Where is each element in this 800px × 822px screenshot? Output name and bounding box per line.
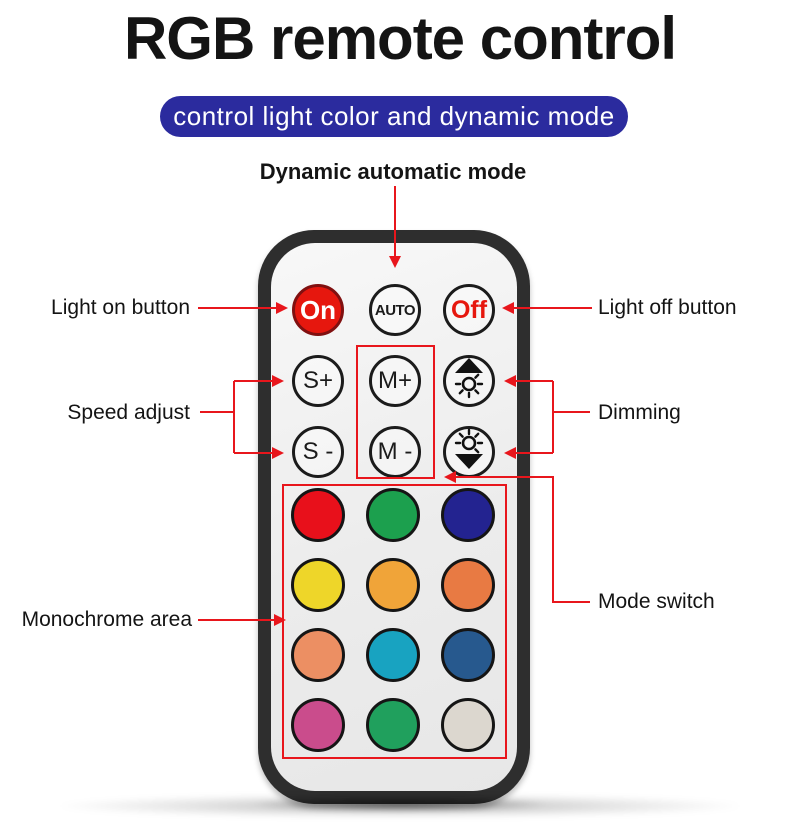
monochrome-area-label: Monochrome area — [21, 608, 192, 631]
remote-control: On AUTO Off S+ M+ S - M - — [258, 230, 530, 804]
mode-switch-label: Mode switch — [598, 590, 715, 613]
mode-minus-button[interactable]: M - — [369, 426, 421, 478]
on-button[interactable]: On — [292, 284, 344, 336]
auto-button[interactable]: AUTO — [369, 284, 421, 336]
color-button[interactable] — [366, 558, 420, 612]
brightness-up-icon — [447, 356, 491, 407]
color-button[interactable] — [291, 558, 345, 612]
speed-minus-button[interactable]: S - — [292, 426, 344, 478]
ground-shadow-core — [250, 796, 550, 812]
off-button[interactable]: Off — [443, 284, 495, 336]
light-on-label: Light on button — [51, 296, 190, 319]
dynamic-mode-label: Dynamic automatic mode — [259, 159, 527, 184]
light-off-label: Light off button — [598, 296, 737, 319]
brightness-down-icon — [447, 427, 491, 478]
speed-adjust-label: Speed adjust — [67, 401, 190, 424]
color-button[interactable] — [441, 488, 495, 542]
color-button[interactable] — [366, 488, 420, 542]
subtitle-pill: control light color and dynamic mode — [160, 96, 628, 137]
color-button[interactable] — [366, 628, 420, 682]
color-button[interactable] — [441, 628, 495, 682]
speed-plus-button[interactable]: S+ — [292, 355, 344, 407]
ground-shadow — [60, 794, 740, 818]
page-title: RGB remote control — [123, 5, 677, 72]
color-button[interactable] — [291, 628, 345, 682]
mode-plus-button[interactable]: M+ — [369, 355, 421, 407]
brightness-down-button[interactable] — [443, 426, 495, 478]
color-button[interactable] — [441, 698, 495, 752]
brightness-up-button[interactable] — [443, 355, 495, 407]
color-button[interactable] — [366, 698, 420, 752]
color-button[interactable] — [441, 558, 495, 612]
dimming-label: Dimming — [598, 401, 681, 424]
color-button[interactable] — [291, 698, 345, 752]
color-button[interactable] — [291, 488, 345, 542]
